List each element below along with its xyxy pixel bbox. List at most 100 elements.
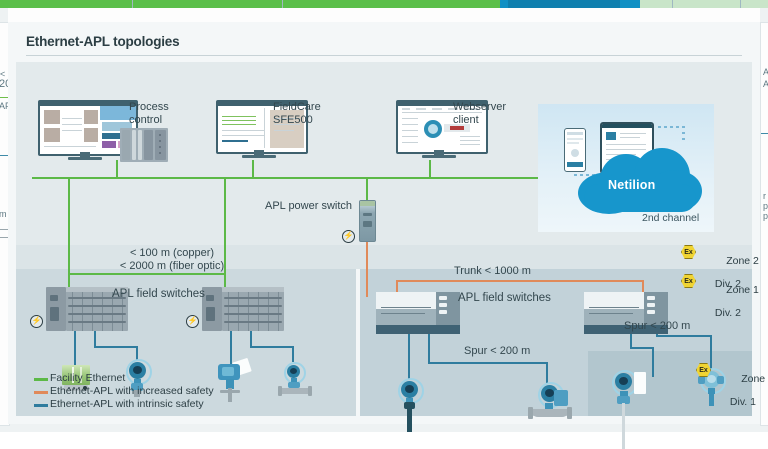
netilion-cloud-shape: Netilion: [578, 148, 702, 214]
spur-fs2-2b: [250, 346, 292, 348]
ex-zone-1-div: Div. 2: [714, 306, 741, 319]
right-fragment-text-4: p: [763, 201, 768, 211]
right-fragment-text-1: A: [763, 67, 768, 78]
spur-left-2c: [546, 362, 548, 384]
spur-right-distance-label: Spur < 200 m: [624, 320, 691, 332]
ex-hex-text-zone2: Ex: [684, 249, 693, 256]
right-fragment-text-2: A: [763, 79, 768, 90]
spur-right-2c: [710, 335, 712, 370]
right-fragment-text-5: p: [763, 211, 768, 221]
legend-item-increased-safety: Ethernet-APL with increased safety: [34, 385, 264, 398]
spur-fs1-2a: [94, 330, 96, 346]
ex-hex-text-zone0: Ex: [699, 367, 708, 374]
link-left-branch-a: [68, 177, 70, 273]
power-bolt-icon-switch: ⚡: [342, 230, 355, 243]
spur-fs1-1: [74, 330, 76, 366]
link-power-switch-to-switch: [366, 277, 368, 297]
page-title: Ethernet-APL topologies: [26, 34, 180, 49]
legend-swatch-increased-safety: [34, 391, 48, 394]
ex-zone-1-marker: Ex Zone 1 Div. 2: [681, 273, 759, 342]
top-banner-strip: Netilion: [0, 0, 768, 8]
apl-field-switch-2[interactable]: [202, 287, 284, 331]
distance-copper-label: < 100 m (copper): [129, 247, 215, 259]
trunk-line-right-down: [642, 280, 644, 296]
ex-hex-icon-zone1: Ex: [681, 274, 696, 288]
legend-swatch-intrinsic-safety: [34, 404, 48, 407]
trunk-distance-label: Trunk < 1000 m: [454, 265, 531, 277]
right-edge-panel-fragment: A A r p p: [760, 22, 768, 426]
ex-zone-0-name: Zone 0: [741, 372, 766, 385]
link-webserver-drop: [429, 160, 431, 178]
power-bolt-icon-fs1: ⚡: [30, 315, 43, 328]
plc-rack: [120, 128, 168, 162]
ex-zone-0-div: Div. 1: [729, 395, 756, 408]
apl-field-switches-right-label: APL field switches: [458, 292, 551, 304]
link-fieldcare-drop: [252, 160, 254, 178]
netilion-cloud-panel: Netilion 2nd channel: [538, 104, 714, 232]
legend-item-intrinsic-safety: Ethernet-APL with intrinsic safety: [34, 398, 264, 411]
ex-hex-icon-zone2: Ex: [681, 245, 696, 259]
spur-left-1: [408, 317, 410, 379]
ex-hex-icon-zone0: Ex: [696, 363, 711, 377]
left-fragment-text-3: AP: [0, 101, 9, 112]
banner-white-gap: [8, 8, 760, 22]
link-power-switch-feed: [366, 177, 368, 200]
ex-zone-2-div: Div. 2: [714, 277, 741, 290]
facility-ethernet-bus: [32, 177, 622, 179]
spur-fs2-2a: [250, 330, 252, 346]
legend-label-intrinsic-safety: Ethernet-APL with intrinsic safety: [50, 398, 204, 410]
power-bolt-icon-fs2: ⚡: [186, 315, 199, 328]
left-fragment-text-4: m: [0, 209, 7, 220]
pressure-transmitter-1[interactable]: [124, 359, 152, 397]
netilion-cloud-label: Netilion: [608, 178, 656, 192]
trunk-line-horizontal: [396, 280, 644, 282]
flow-meter-device-2[interactable]: [528, 382, 572, 420]
legend-item-facility-ethernet: Facility Ethernet: [34, 372, 264, 385]
apl-power-switch-device[interactable]: [359, 200, 376, 242]
spur-fs1-2c: [136, 346, 138, 360]
spur-left-2b: [428, 362, 546, 364]
topology-diagram: Process control: [16, 62, 765, 449]
fieldcare-workstation[interactable]: [216, 100, 312, 162]
process-control-label: Process control: [129, 101, 169, 126]
netilion-2nd-channel-caption: 2nd channel: [642, 212, 700, 224]
left-fragment-text-1: <: [0, 69, 6, 79]
spur-fs2-1: [230, 330, 232, 364]
ex-zone-2-marker: Ex Zone 2 Div. 2: [681, 244, 759, 313]
apl-field-switch-1[interactable]: [46, 287, 128, 331]
right-fragment-text-3: r: [763, 191, 766, 201]
apl-field-switches-left-label: APL field switches: [112, 288, 205, 300]
level-probe-device[interactable]: [396, 378, 424, 432]
link-left-span: [68, 273, 226, 275]
link-left-span-down-b: [224, 273, 226, 287]
left-fragment-text-2: 20: [0, 79, 9, 90]
netilion-tab[interactable]: Netilion: [508, 0, 620, 8]
apl-power-switch-label: APL power switch: [265, 200, 353, 212]
diagram-legend: Facility Ethernet Ethernet-APL with incr…: [34, 372, 264, 411]
legend-swatch-facility-ethernet: [34, 378, 48, 381]
link-process-control-drop: [116, 160, 118, 178]
apl-field-switch-3[interactable]: [376, 292, 460, 334]
title-divider: [26, 55, 742, 56]
process-control-workstation[interactable]: [38, 100, 168, 162]
radar-level-device[interactable]: [610, 370, 650, 449]
ex-zone-1-name: Zone 1: [726, 283, 759, 296]
webserver-client-label: Webserver client: [453, 101, 506, 126]
trunk-line-left-down: [396, 280, 398, 296]
smartphone-icon: [564, 128, 586, 172]
apl-field-switch-4[interactable]: [584, 292, 668, 334]
link-left-branch-b: [224, 177, 226, 273]
flow-valve-device[interactable]: [216, 357, 252, 402]
webserver-client-workstation[interactable]: [396, 100, 492, 162]
link-left-span-down-a: [68, 273, 70, 287]
distance-fiber-label: < 2000 m (fiber optic): [119, 260, 225, 272]
spur-left-2a: [428, 317, 430, 362]
link-power-switch-out: [366, 235, 368, 279]
rtd-sensor-device[interactable]: [62, 365, 90, 393]
legend-label-increased-safety: Ethernet-APL with increased safety: [50, 385, 214, 397]
ex-zone-2-name: Zone 2: [726, 254, 759, 267]
fieldcare-label: FieldCare SFE500: [273, 101, 321, 126]
topology-card: Ethernet-APL topologies: [8, 22, 765, 449]
flow-meter-device[interactable]: [278, 362, 312, 400]
